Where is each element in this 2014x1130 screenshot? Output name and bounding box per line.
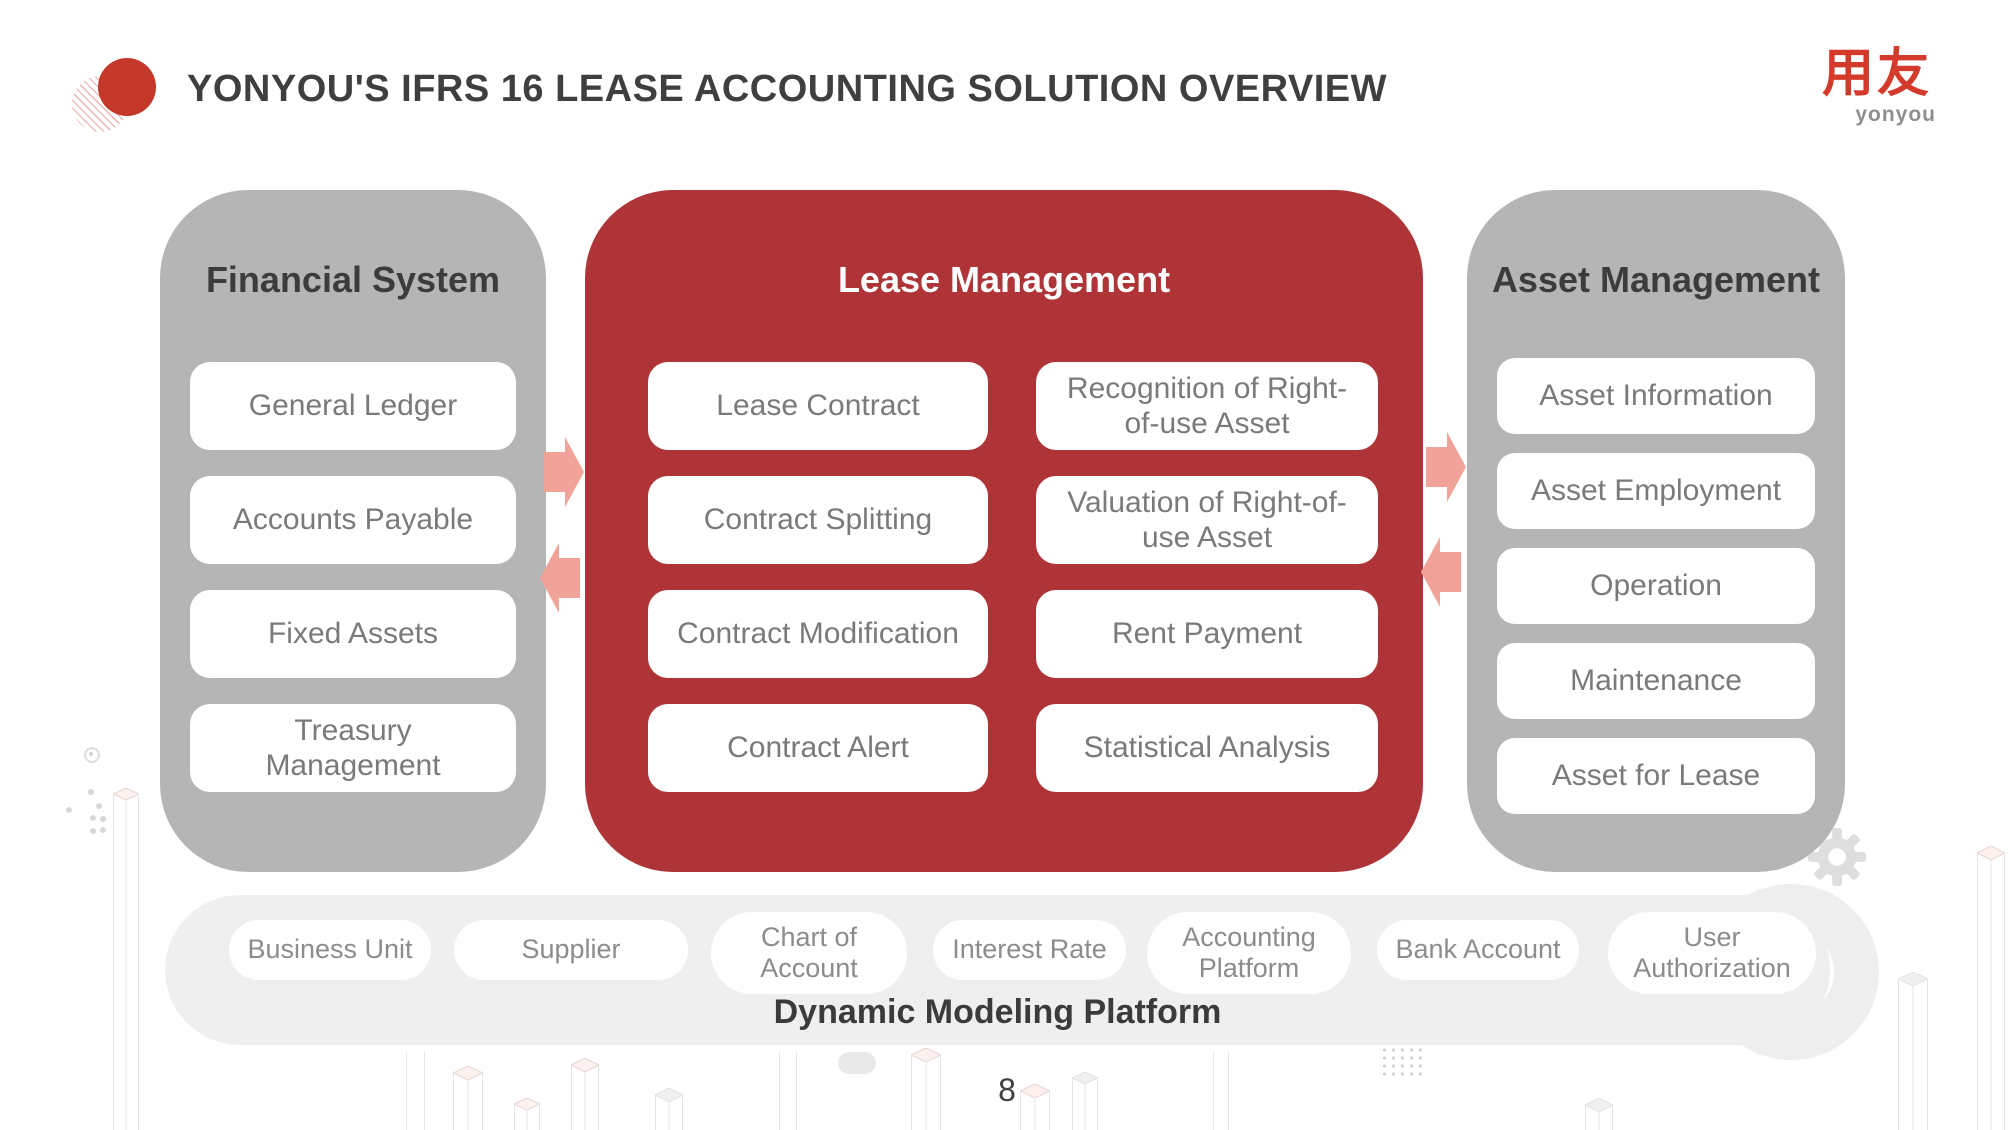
box-maintenance: Maintenance — [1497, 643, 1815, 719]
box-statistical-analysis: Statistical Analysis — [1036, 704, 1378, 792]
box-rent-payment: Rent Payment — [1036, 590, 1378, 678]
box-recognition-right-of-use-asset: Recognition of Right-of-use Asset — [1036, 362, 1378, 450]
box-operation: Operation — [1497, 548, 1815, 624]
dots-decoration — [84, 747, 100, 763]
title-bullet-hatch-decoration — [72, 76, 128, 132]
box-asset-for-lease: Asset for Lease — [1497, 738, 1815, 814]
box-valuation-right-of-use-asset: Valuation of Right-of-use Asset — [1036, 476, 1378, 564]
page-title: YONYOU'S IFRS 16 LEASE ACCOUNTING SOLUTI… — [187, 68, 1388, 110]
page-number: 8 — [998, 1072, 1016, 1108]
box-lease-contract: Lease Contract — [648, 362, 988, 450]
box-general-ledger: General Ledger — [190, 362, 516, 450]
logo-wordmark: yonyou — [1855, 103, 1936, 126]
panel-title-lease-management: Lease Management — [837, 259, 1171, 300]
title-bullet-decoration — [98, 58, 156, 116]
pill-supplier: Supplier — [454, 920, 688, 980]
flow-arrow-left-icon — [540, 543, 580, 613]
box-fixed-assets: Fixed Assets — [190, 590, 516, 678]
box-treasury-management: Treasury Management — [190, 704, 516, 792]
logo-cjk-text: 用友 — [1821, 45, 1932, 103]
flow-arrow-left-icon — [1421, 537, 1461, 607]
box-accounts-payable: Accounts Payable — [190, 476, 516, 564]
pill-user-authorization: User Authorization — [1608, 912, 1816, 994]
panel-title-financial-system: Financial System — [205, 259, 501, 300]
dynamic-modeling-platform-bar: Business Unit Supplier Chart of Account … — [165, 895, 1830, 1045]
box-contract-modification: Contract Modification — [648, 590, 988, 678]
flow-arrow-right-icon — [1426, 432, 1466, 502]
pill-bank-account: Bank Account — [1377, 920, 1579, 980]
box-contract-splitting: Contract Splitting — [648, 476, 988, 564]
pill-accounting-platform: Accounting Platform — [1147, 912, 1351, 994]
pill-chart-of-account: Chart of Account — [711, 912, 907, 994]
yonyou-logo: 用友 yonyou — [1812, 44, 1942, 126]
box-contract-alert: Contract Alert — [648, 704, 988, 792]
pill-business-unit: Business Unit — [229, 920, 431, 980]
flow-arrow-right-icon — [544, 437, 584, 507]
panel-asset-management: Asset Management Asset Information Asset… — [1467, 190, 1845, 872]
platform-title: Dynamic Modeling Platform — [773, 993, 1222, 1031]
panel-lease-management: Lease Management Lease Contract Contract… — [585, 190, 1423, 872]
pill-interest-rate: Interest Rate — [933, 920, 1126, 980]
box-asset-information: Asset Information — [1497, 358, 1815, 434]
panel-financial-system: Financial System General Ledger Accounts… — [160, 190, 546, 872]
panel-title-asset-management: Asset Management — [1491, 259, 1821, 300]
box-asset-employment: Asset Employment — [1497, 453, 1815, 529]
